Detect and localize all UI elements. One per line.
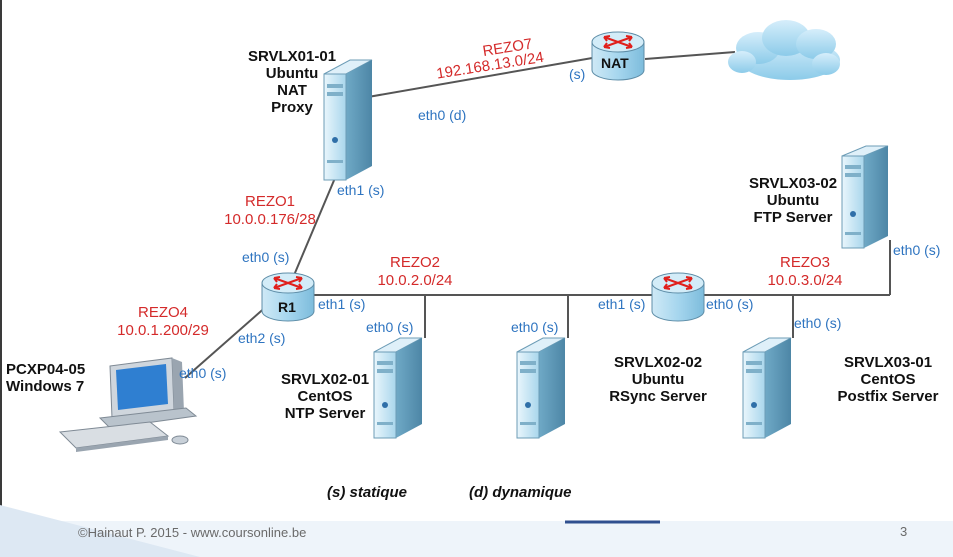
network-name: REZO4 (137, 304, 188, 321)
link-nat-internet (644, 51, 736, 60)
node-os: Ubuntu (631, 371, 685, 388)
interface-label-srvlx02-02-eth0: eth0 (s) (511, 319, 559, 335)
node-label-pcxp04-05: PCXP04-05 Windows 7 (6, 361, 100, 395)
interface-label-srvlx02-01-eth0: eth0 (s) (366, 319, 414, 335)
interface-label-nat: (s) (569, 66, 586, 82)
interface-label-srvlx03-02-eth0: eth0 (s) (893, 242, 941, 258)
interface-label-r2-eth0: eth0 (s) (706, 296, 754, 312)
node-role: RSync Server (609, 388, 707, 405)
node-os: CentOS (297, 388, 353, 405)
router-icon (591, 31, 645, 81)
server-icon (841, 145, 889, 249)
network-label-rezo2: REZO2 10.0.2.0/24 (365, 254, 465, 290)
server-icon (742, 337, 792, 439)
interface-label-pc-eth0: eth0 (s) (179, 365, 227, 381)
node-role: NTP Server (284, 405, 366, 422)
interface-label-srvlx03-01-eth0: eth0 (s) (794, 315, 842, 331)
interface-label-r2-eth1: eth1 (s) (598, 296, 646, 312)
network-label-rezo3: REZO3 10.0.3.0/24 (755, 254, 855, 290)
node-os: Ubuntu (265, 65, 319, 82)
desktop-computer-icon (58, 357, 198, 452)
page-number: 3 (900, 524, 908, 539)
network-name: REZO3 (779, 254, 830, 271)
node-os: CentOS (860, 371, 916, 388)
interface-label-r1-eth1: eth1 (s) (318, 296, 366, 312)
legend-static: (s) statique (327, 484, 408, 501)
node-label-srvlx03-02: SRVLX03-02 Ubuntu FTP Server (743, 175, 843, 226)
node-label-srvlx02-02: SRVLX02-02 Ubuntu RSync Server (598, 354, 718, 405)
node-name: SRVLX01-01 (247, 48, 337, 65)
network-label-rezo1: REZO1 10.0.0.176/28 (215, 193, 325, 229)
node-label-srvlx02-01: SRVLX02-01 CentOS NTP Server (275, 371, 375, 422)
network-subnet: 10.0.0.176/28 (224, 211, 316, 228)
link-rezo1 (291, 177, 336, 281)
cloud-icon (728, 20, 840, 80)
node-role: Postfix Server (837, 388, 939, 405)
router-icon (651, 272, 705, 322)
network-subnet: 10.0.1.200/29 (117, 322, 209, 339)
server-icon (516, 337, 566, 439)
node-role: NAT (277, 82, 307, 99)
router-label-r1: R1 (278, 299, 296, 315)
server-icon (373, 337, 423, 439)
node-role: Proxy (271, 99, 313, 116)
server-icon (323, 59, 373, 181)
link-rezo4 (184, 304, 269, 379)
network-subnet: 10.0.2.0/24 (377, 272, 453, 289)
interface-label-r1-eth2: eth2 (s) (238, 330, 286, 346)
footer-copyright: ©Hainaut P. 2015 - www.coursonline.be (78, 525, 307, 540)
interface-label-srvlx01-eth1: eth1 (s) (337, 182, 385, 198)
node-name: SRVLX02-01 (280, 371, 370, 388)
router-icon (261, 272, 315, 322)
interface-label-srvlx01-eth0: eth0 (d) (418, 107, 467, 123)
node-label-srvlx03-01: SRVLX03-01 CentOS Postfix Server (826, 354, 950, 405)
node-os: Ubuntu (766, 192, 820, 209)
node-name: PCXP04-05 (6, 361, 86, 378)
node-label-srvlx01-01: SRVLX01-01 Ubuntu NAT Proxy (242, 48, 342, 116)
link-rezo7 (367, 56, 599, 98)
node-name: SRVLX02-02 (613, 354, 703, 371)
footer-accent (0, 505, 200, 557)
links (184, 51, 891, 379)
network-name: REZO2 (389, 254, 440, 271)
node-name: SRVLX03-02 (748, 175, 838, 192)
interface-label-r1-eth0: eth0 (s) (242, 249, 290, 265)
router-label-nat: NAT (601, 55, 629, 71)
node-os: Windows 7 (6, 378, 85, 395)
node-name: SRVLX03-01 (843, 354, 933, 371)
legend-dynamic: (d) dynamique (469, 484, 572, 501)
network-name: REZO1 (244, 193, 295, 210)
network-label-rezo4: REZO4 10.0.1.200/29 (108, 304, 218, 340)
node-role: FTP Server (753, 209, 833, 226)
network-subnet: 10.0.3.0/24 (767, 272, 843, 289)
